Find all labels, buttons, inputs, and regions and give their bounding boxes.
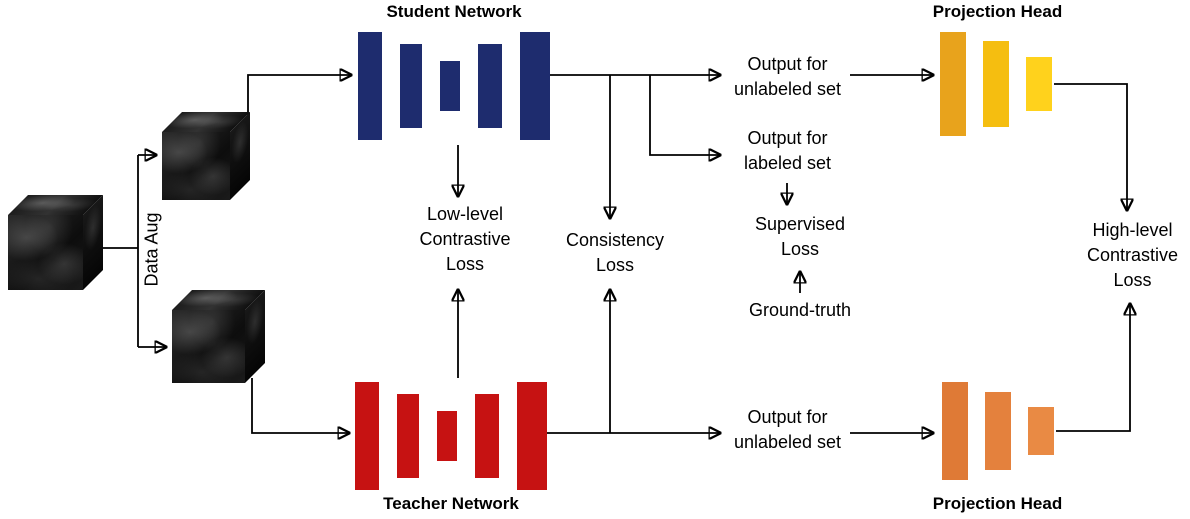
supervised-loss-label: Supervised Loss [754,214,846,259]
student-network-title: Student Network [386,2,522,21]
arrow-projection-to-highlevel-loss-top [1054,83,1127,210]
student-bar [440,61,460,111]
output-labeled-student-label: Output for labeled set [743,128,832,173]
arrow-aug-to-student [247,75,351,116]
projection-bar [1028,407,1054,455]
student-bar [358,32,382,140]
teacher-bar [397,394,419,478]
projection-bar [983,41,1009,127]
arrow-projection-to-highlevel-loss-bottom [1056,304,1130,432]
teacher-bar [437,411,457,461]
consistency-loss-label: Consistency Loss [565,230,665,275]
teacher-network-title: Teacher Network [383,494,519,513]
teacher-bar [355,382,379,490]
projection-bar [942,382,968,480]
ground-truth-label: Ground-truth [748,300,852,320]
cube-front-face [8,215,83,290]
projection-bar [940,32,966,136]
projection-head-top-title: Projection Head [932,2,1063,21]
projection-bar [985,392,1011,470]
student-bar [478,44,502,128]
arrow-student-to-labeled-output [649,75,720,155]
output-unlabeled-teacher-label: Output for unlabeled set [733,407,842,452]
student-bar [400,44,422,128]
cube-front-face [162,132,230,200]
output-unlabeled-student-label: Output for unlabeled set [733,54,842,99]
low-level-contrastive-loss-label: Low-level Contrastive Loss [419,204,511,274]
student-network-bars [358,32,550,140]
arrow-aug-to-teacher [251,378,349,433]
projection-head-bottom-bars [942,382,1054,480]
teacher-bar [517,382,547,490]
projection-bar [1026,57,1052,111]
data-aug-label: Data Aug [141,212,162,287]
projection-head-top-bars [940,32,1052,136]
teacher-bar [475,394,499,478]
student-bar [520,32,550,140]
teacher-network-bars [355,382,547,490]
high-level-contrastive-loss-label: High-level Contrastive Loss [1086,220,1179,290]
cube-front-face [172,310,245,383]
projection-head-bottom-title: Projection Head [932,494,1063,513]
